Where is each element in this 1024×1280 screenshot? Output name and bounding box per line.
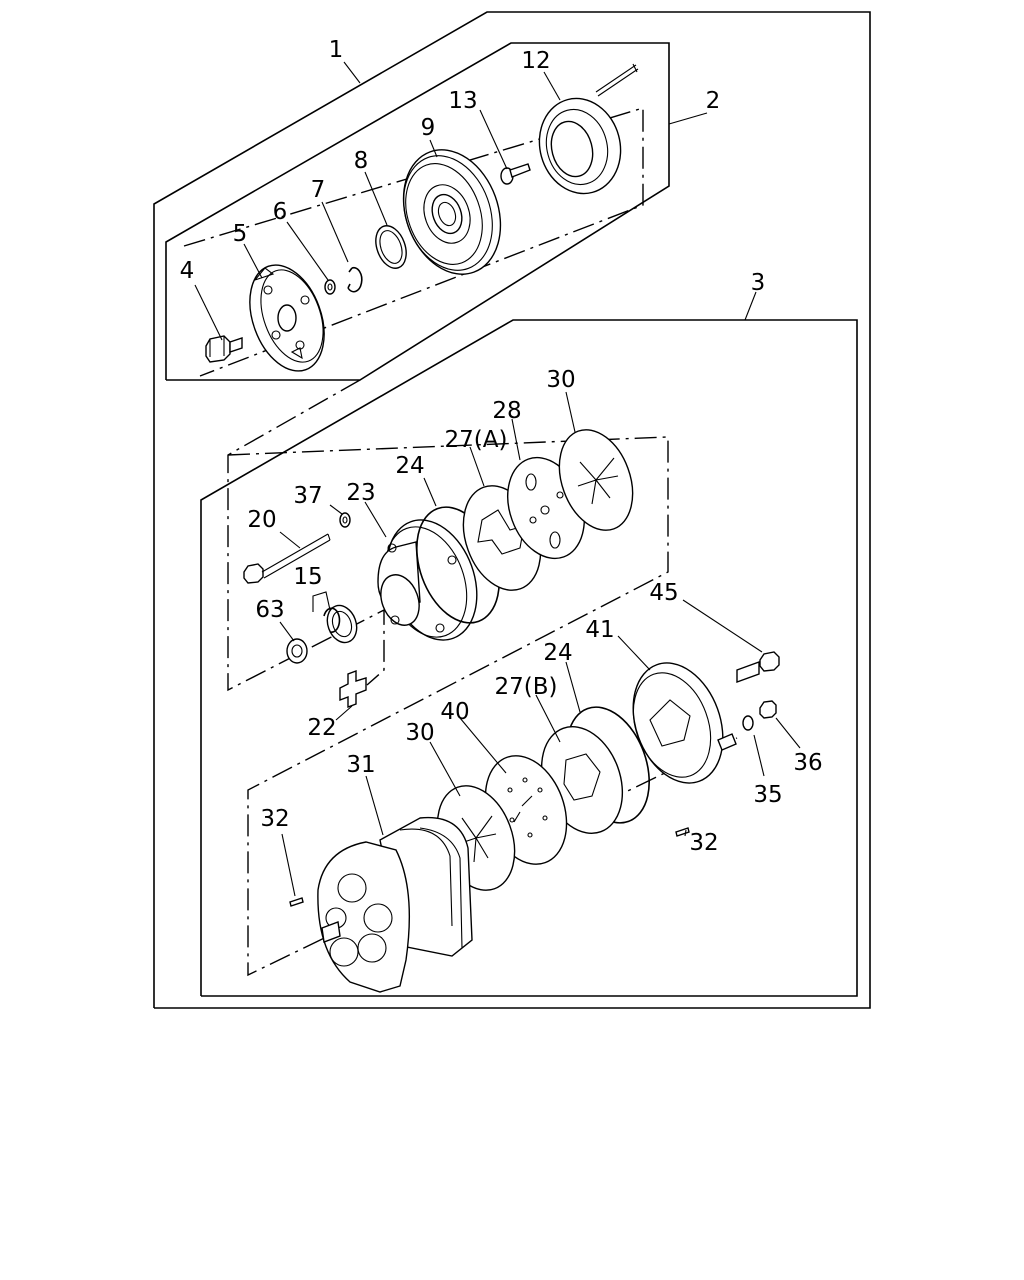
label-20: 20	[247, 507, 276, 533]
rear-head-41-part	[632, 662, 737, 784]
washer-37-part	[339, 512, 351, 528]
label-45: 45	[649, 580, 678, 606]
label-36: 36	[793, 750, 822, 776]
label-4: 4	[180, 258, 195, 284]
label-35: 35	[753, 782, 782, 808]
label-63: 63	[255, 597, 284, 623]
label-41: 41	[585, 617, 614, 643]
label-27a: 27(A)	[445, 427, 508, 453]
label-1: 1	[329, 37, 344, 63]
label-3: 3	[751, 270, 766, 296]
label-40: 40	[440, 699, 469, 725]
label-6: 6	[273, 199, 288, 225]
label-2: 2	[706, 88, 721, 114]
label-13: 13	[448, 88, 477, 114]
armature-plate-5-part	[249, 264, 325, 372]
label-24-front: 24	[395, 453, 424, 479]
label-37: 37	[293, 483, 322, 509]
label-15: 15	[293, 564, 322, 590]
label-31: 31	[346, 752, 375, 778]
cylinder-block-31-part	[317, 816, 473, 993]
bolt-4-part	[205, 335, 243, 363]
label-7: 7	[311, 177, 326, 203]
label-12: 12	[521, 48, 550, 74]
label-30-upper: 30	[546, 367, 575, 393]
bolt-45-part	[736, 651, 780, 683]
label-5: 5	[233, 221, 248, 247]
label-32-front: 32	[260, 806, 289, 832]
screw-13-part	[500, 163, 531, 185]
label-8: 8	[354, 148, 369, 174]
o-ring-35-part	[742, 715, 754, 731]
label-22: 22	[307, 715, 336, 741]
label-27b: 27(B)	[495, 674, 558, 700]
suction-valve-30-upper-part	[558, 429, 634, 531]
compressor-group-frame	[200, 319, 858, 997]
through-bolt-20-part	[243, 533, 331, 584]
plug-36-part	[759, 700, 777, 719]
shaft-seal-15-part	[323, 604, 358, 644]
leader-lines	[194, 61, 801, 897]
front-head-23-part	[377, 519, 478, 641]
outer-frame	[153, 11, 871, 1009]
key-22-part	[339, 669, 367, 709]
field-coil-12-part	[538, 63, 639, 195]
snap-ring-7-part	[347, 266, 363, 293]
pulley-9-part	[402, 149, 502, 275]
housing-link-line	[227, 379, 385, 692]
label-28: 28	[492, 398, 521, 424]
ring-8-part	[375, 225, 407, 269]
shim-6-part	[324, 279, 336, 295]
label-23: 23	[346, 480, 375, 506]
label-24-rear: 24	[543, 640, 572, 666]
label-32-rear: 32	[689, 830, 718, 856]
pin-32-rear-part	[675, 827, 690, 837]
label-9: 9	[421, 115, 436, 141]
seal-plate-63-part	[286, 638, 308, 664]
pin-32-front-part	[289, 897, 304, 907]
label-30-lower: 30	[405, 720, 434, 746]
